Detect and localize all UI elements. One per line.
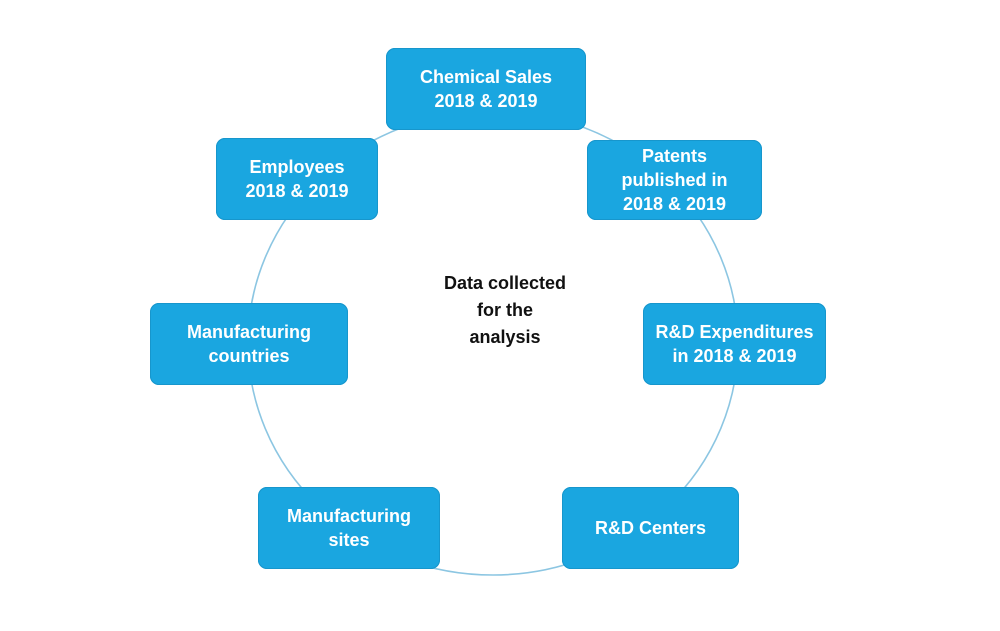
node-manufacturing-countries-label: Manufacturing countries bbox=[187, 322, 311, 366]
node-employees-label: Employees 2018 & 2019 bbox=[245, 157, 349, 201]
node-rd-centers: R&D Centers bbox=[562, 487, 739, 569]
center-label: Data collected for the analysis bbox=[443, 273, 567, 347]
node-chemical-sales-label: Chemical Sales 2018 & 2019 bbox=[419, 67, 553, 111]
node-manufacturing-sites: Manufacturing sites bbox=[258, 487, 440, 569]
node-manufacturing-countries: Manufacturing countries bbox=[150, 303, 348, 385]
node-patents-label: Patents published in 2018 & 2019 bbox=[621, 146, 728, 214]
node-manufacturing-sites-label: Manufacturing sites bbox=[287, 506, 411, 550]
node-rd-expenditures-label: R&D Expenditures in 2018 & 2019 bbox=[655, 322, 814, 366]
node-employees: Employees 2018 & 2019 bbox=[216, 138, 378, 220]
node-rd-expenditures: R&D Expenditures in 2018 & 2019 bbox=[643, 303, 826, 385]
node-patents: Patents published in 2018 & 2019 bbox=[587, 140, 762, 220]
node-chemical-sales: Chemical Sales 2018 & 2019 bbox=[386, 48, 586, 130]
node-rd-centers-label: R&D Centers bbox=[594, 518, 707, 538]
